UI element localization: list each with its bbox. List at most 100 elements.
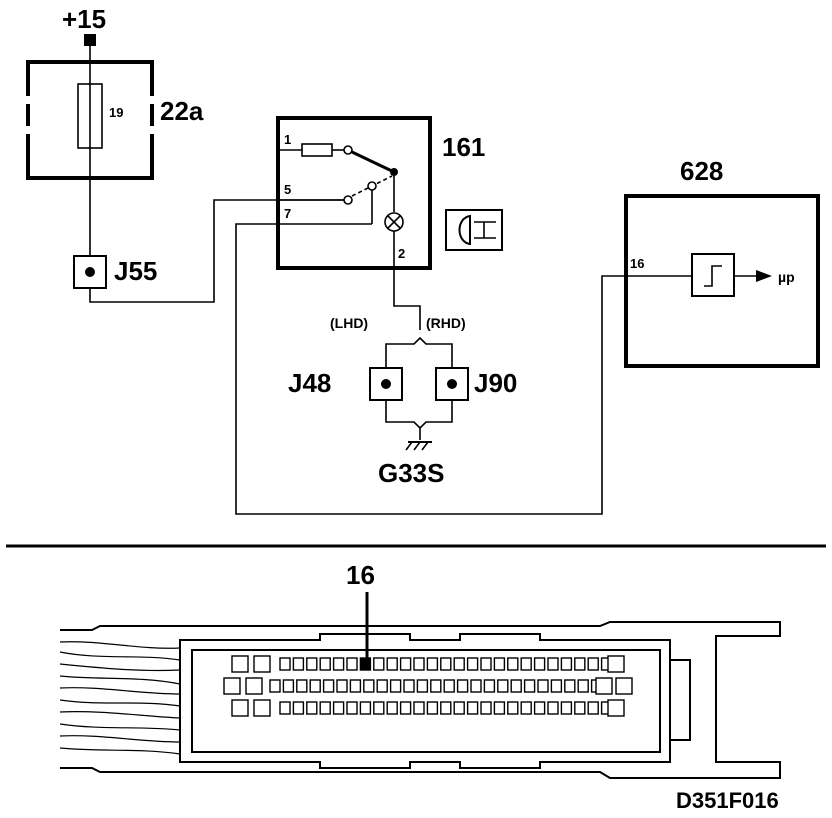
connector-pin-cell xyxy=(507,701,519,715)
connector-pin-cell xyxy=(523,679,536,693)
connector-pin-cell xyxy=(560,657,573,671)
fuse-box-label: 22a xyxy=(160,96,204,126)
connector-pin-cell xyxy=(440,701,452,715)
connector-pin-cell xyxy=(426,657,439,671)
connector-pin-cell xyxy=(430,679,442,693)
connector-pin-cell xyxy=(510,679,522,693)
switch-unit-161 xyxy=(276,116,432,270)
pin-2-label: 2 xyxy=(398,246,405,261)
connector-j48-label: J48 xyxy=(288,368,331,398)
connector-pin-cell xyxy=(306,701,318,715)
connector-j90-label: J90 xyxy=(474,368,517,398)
connector-pin-cell xyxy=(399,701,412,715)
connector-pin-cell xyxy=(456,679,469,693)
connector-pin-cell xyxy=(577,679,589,693)
connector-pin-cell xyxy=(574,657,586,671)
headlight-range-icon xyxy=(445,209,503,251)
supply-terminal xyxy=(84,34,96,46)
schmitt-trigger-icon xyxy=(691,253,735,297)
connector-pin-cell xyxy=(547,657,559,671)
connector-pin-cell xyxy=(386,657,398,671)
connector-pin-cell xyxy=(253,655,271,673)
control-module-label: 628 xyxy=(680,156,723,186)
arrow-icon xyxy=(756,270,772,282)
connector-pin-cell xyxy=(587,701,599,715)
connector-pin-cell xyxy=(282,679,295,693)
connector-pin-cell xyxy=(332,701,345,715)
connector-pin-cell xyxy=(319,657,331,671)
harness-wires xyxy=(59,641,181,755)
connector-pin-cell xyxy=(547,701,559,715)
connector-pin-cell xyxy=(269,679,281,693)
connector-pin-cell xyxy=(550,679,563,693)
pin-16-label: 16 xyxy=(630,256,644,271)
connector-pin-cell xyxy=(615,677,633,695)
connector-pin-cell xyxy=(483,679,496,693)
connector-pin-cell xyxy=(403,679,415,693)
connector-pin-cell xyxy=(466,701,479,715)
connector-pin-cell xyxy=(493,701,506,715)
supply-label: +15 xyxy=(62,4,106,34)
fuse-box-22a xyxy=(25,60,155,180)
output-label: µp xyxy=(778,269,795,285)
connector-pin-cell xyxy=(296,679,308,693)
connector-pin-cell xyxy=(319,701,331,715)
connector-pin-cell xyxy=(533,701,546,715)
connector-pin-cell xyxy=(279,657,291,671)
connector-pin-cell xyxy=(607,699,625,717)
connector-pin-cell xyxy=(497,679,509,693)
connector-pin-cell xyxy=(413,657,425,671)
connector-j55-label: J55 xyxy=(114,256,157,286)
resistor-icon xyxy=(301,143,333,157)
connector-pin-cell xyxy=(231,655,249,673)
connector-pin-cell xyxy=(560,701,573,715)
connector-pin-cell xyxy=(520,701,532,715)
switch-unit-label: 161 xyxy=(442,132,485,162)
connector-pin-cell xyxy=(453,657,465,671)
ground-icon xyxy=(405,441,432,451)
connector-pin-cell xyxy=(336,679,348,693)
connector-pin-cell xyxy=(520,657,532,671)
connector-pin-cell xyxy=(443,679,455,693)
connector-pin-cell xyxy=(359,701,372,715)
connector-pin-cell xyxy=(493,657,506,671)
connector-pin-cell xyxy=(223,677,241,695)
control-module-628 xyxy=(624,194,820,368)
connector-pin-cell xyxy=(470,679,482,693)
connector-pin-cell xyxy=(359,657,372,671)
connector-pin-cell xyxy=(279,701,291,715)
connector-pin-cell xyxy=(389,679,402,693)
figure-code: D351F016 xyxy=(676,788,779,813)
pin-5-label: 5 xyxy=(284,182,291,197)
connector-pin-cell xyxy=(231,699,249,717)
connector-pin-cell xyxy=(292,701,305,715)
connector-pin-cell xyxy=(533,657,546,671)
connector-pin-cell xyxy=(332,657,345,671)
connector-pin-cell xyxy=(346,701,358,715)
connector-pin-cell xyxy=(587,657,599,671)
connector-pin-cell xyxy=(537,679,549,693)
connector-pin-cell xyxy=(466,657,479,671)
connector-pin-cell xyxy=(564,679,576,693)
connector-pin-cell xyxy=(574,701,586,715)
connector-pin-cell xyxy=(413,701,425,715)
pin-7-label: 7 xyxy=(284,206,291,221)
connector-pin-cell xyxy=(346,657,358,671)
connector-pin-cell xyxy=(349,679,362,693)
connector-pin-cell xyxy=(373,657,385,671)
ecu-connector xyxy=(59,621,781,779)
variant-lhd-label: (LHD) xyxy=(330,315,368,331)
lamp-icon xyxy=(384,212,404,232)
connector-pin-cell xyxy=(440,657,452,671)
connector-pin-cell xyxy=(363,679,375,693)
connector-pin-cell xyxy=(376,679,388,693)
connector-pin-cell xyxy=(480,701,492,715)
connector-pin-cell xyxy=(373,701,385,715)
pin-1-label: 1 xyxy=(284,132,291,147)
connector-pin-cell xyxy=(386,701,398,715)
connector-pin-cell xyxy=(253,699,271,717)
connector-pin-label: 16 xyxy=(346,560,375,590)
connector-pin-cell xyxy=(416,679,429,693)
variant-rhd-label: (RHD) xyxy=(426,315,466,331)
